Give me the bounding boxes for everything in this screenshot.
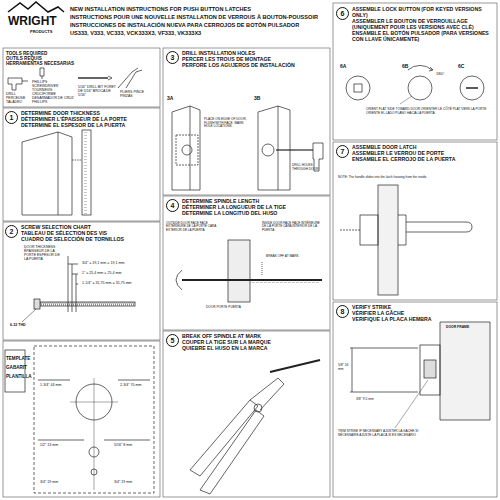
label: TEMPLATE	[6, 356, 30, 361]
label: ORIENT FLAT SIDE TOWARD DOOR ORIENTER LE…	[366, 108, 490, 115]
drilling-template	[5, 346, 154, 493]
tool-icons	[8, 68, 142, 90]
step-number: 4	[166, 199, 179, 212]
door-thickness-figure	[22, 130, 91, 215]
label: 1-1/4" = 31,75 mm = 31,75 mm	[82, 281, 156, 285]
screw-chart	[22, 256, 135, 322]
step-heading: 1DETERMINE DOOR THICKNESSDÉTERMINER L'ÉP…	[5, 111, 153, 129]
label: 6C	[458, 64, 464, 70]
label: 180°	[436, 72, 444, 76]
label: DOOR PORTE PUERTA	[206, 306, 241, 310]
step-heading-text: ASSEMBLE DOOR LATCHASSEMBLER LE VERROU D…	[352, 145, 455, 163]
label: 2-3/4" 70 mm	[120, 383, 152, 387]
label: 3/4" 19 mm	[114, 480, 146, 484]
step-number: 2	[5, 225, 18, 238]
logo-mountain	[8, 2, 64, 12]
pliers-figure	[190, 360, 320, 494]
heading-line: DETERMINE LA LONGITUD DEL HUSO	[182, 211, 286, 217]
step-heading: 4DETERMINE SPINDLE LENGTHDÉTERMINER LA L…	[166, 199, 326, 217]
heading-line: ENSAMBLE EL CERROJO DE LA PUERTA	[352, 157, 455, 163]
step-number: 6	[336, 7, 349, 20]
strike-figure	[350, 322, 490, 428]
lock-button-figure	[346, 65, 484, 104]
step-number: 3	[166, 51, 179, 64]
label: 3/4" 19 mm	[40, 480, 72, 484]
step-heading: 6ASSEMBLE LOCK BUTTON (FOR KEYED VERSION…	[336, 7, 494, 43]
heading-line: DETERMINE EL ESPESOR DE LA PUERTA	[21, 123, 127, 129]
label: 1/2" 13 mm	[40, 443, 72, 447]
heading-line: ASSEMBLER LE BOUTON DE VERROUILLAGE (UNI…	[352, 19, 494, 31]
step-number: 5	[166, 334, 179, 347]
label: 1-3/4" 44 mm	[40, 383, 72, 387]
label: 3B	[254, 96, 260, 102]
heading-line: VERIFIQUE LA PLACA HEMBRA	[352, 317, 431, 323]
heading-line: ENSAMBLE EL BOTÓN PULSADOR (PARA VERSION…	[352, 31, 494, 43]
label: 5/8" 16 mm	[338, 364, 350, 371]
step-heading-text: VERIFY STRIKEVÉRIFIER LA GÂCHEVERIFIQUE …	[352, 305, 431, 323]
heading-line: QUIEBRE EL HUSO EN LA MARCA	[182, 346, 271, 352]
label: OUTILS REQUIS	[6, 56, 42, 61]
heading-line: CUADRO DE SELECCIÓN DE TORNILLOS	[21, 237, 124, 243]
step-heading-text: DETERMINE SPINDLE LENGTHDÉTERMINER LA LO…	[182, 199, 286, 217]
label: US333, V333, VC333, VCK333X3, VF333, VK3…	[70, 30, 332, 36]
label: PHILLIPS SCREWDRIVER TOURNEVIS CRUCIFORM…	[32, 81, 74, 104]
label: INSIDE DOOR FACE FACE INTÉRIEURE DE LA P…	[262, 222, 324, 232]
door-latch-figure	[340, 185, 472, 295]
step-number: 1	[5, 111, 18, 124]
step-heading: 2SCREW SELECTION CHARTTABLEAU DE SÉLECTI…	[5, 225, 153, 243]
label: DOOR FRAME	[446, 326, 488, 330]
step-heading-text: DETERMINE DOOR THICKNESSDÉTERMINER L'ÉPA…	[21, 111, 127, 129]
logo-text: WRIGHT	[8, 15, 57, 28]
title: NEW INSTALLATION INSTRUCTIONS FOR PUSH B…	[70, 6, 332, 12]
step-heading-text: ASSEMBLE LOCK BUTTON (FOR KEYED VERSIONS…	[352, 7, 494, 43]
label: 3A	[167, 96, 173, 102]
label: HERRAMIENTAS NECESARIAS	[6, 61, 74, 66]
label: 1" = 25,4 mm = 25,4 mm	[82, 271, 156, 275]
panel-frames	[3, 3, 497, 497]
step-heading: 3DRILL INSTALLATION HOLESPERCER LES TROU…	[166, 51, 326, 69]
label: 3/8" 9.5 mm	[356, 398, 374, 402]
label: TOOLS REQUIRED	[6, 51, 47, 56]
label: PLIERS PINCE PINZAS	[120, 91, 156, 99]
label: DOOR THICKNESS ÉPAISSEUR DE LA PORTE ESP…	[24, 246, 64, 262]
heading-line: ASSEMBLE LOCK BUTTON (FOR KEYED VERSIONS…	[352, 7, 494, 19]
label: DRILL HOLES THROUGH DOOR	[292, 164, 328, 171]
label: INSTRUCTIONS POUR UNE NOUVELLE INSTALLAT…	[70, 14, 332, 20]
label: DRILL PERCEUSE TALADRO	[6, 93, 30, 105]
label: TRIM STRIKE IF NECESSARY AJUSTER LA GÂCH…	[338, 430, 424, 437]
label: GABARIT	[6, 365, 27, 370]
heading-line: PERFORE LOS AGUJEROS DE INSTALACIÓN	[182, 63, 295, 69]
step-number: 7	[336, 145, 349, 158]
step-heading: 5BREAK OFF SPINDLE AT MARKCOUPER LA TIGE…	[166, 334, 326, 352]
label: OUTSIDE DOOR FACE FACE EXTÉRIEURE DE LA …	[166, 222, 224, 232]
drill-holes-figure	[172, 106, 323, 190]
spindle-length-figure	[176, 240, 322, 302]
label: PLACE ON EDGE OF DOOR, FLUSH WITH FACE. …	[204, 118, 252, 129]
label: 5/16" 8 mm	[114, 443, 152, 447]
logo-text: PRODUCTS	[30, 30, 52, 34]
step-heading-text: SCREW SELECTION CHARTTABLEAU DE SÉLECTIO…	[21, 225, 124, 243]
step-heading-text: BREAK OFF SPINDLE AT MARKCOUPER LA TIGE …	[182, 334, 271, 352]
label: PLANTILLA	[6, 374, 32, 379]
step-heading: 8VERIFY STRIKEVÉRIFIER LA GÂCHEVERIFIQUE…	[336, 305, 494, 323]
label: INSTRUCCIONES DE INSTALACIÓN NUEVA PARA …	[70, 22, 332, 28]
label: 6-32 THD	[10, 323, 26, 327]
label: 3/4" = 19,1 mm = 19,1 mm	[82, 261, 156, 265]
label: BREAK OFF AT MARK	[266, 255, 322, 259]
label: 6B	[402, 64, 408, 70]
step-heading-text: DRILL INSTALLATION HOLESPERCER LES TROUS…	[182, 51, 295, 69]
step-heading: 7ASSEMBLE DOOR LATCHASSEMBLER LE VERROU …	[336, 145, 494, 163]
label: 5/16" DRILL BIT FORET DE 5/16" BROCA DE …	[78, 86, 116, 98]
label: 6A	[340, 64, 346, 70]
label: NOTE: The handle slides into the latch h…	[338, 176, 488, 180]
step-number: 8	[336, 305, 349, 318]
